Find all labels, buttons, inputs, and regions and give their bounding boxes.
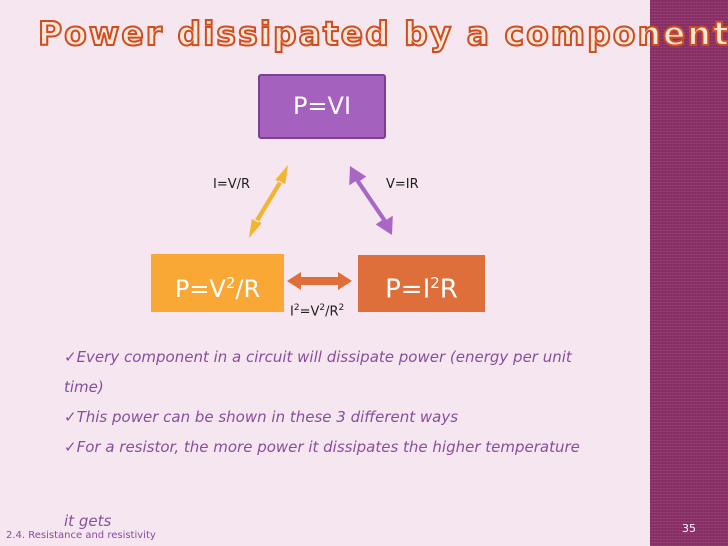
bullet-3-line-2: it gets (64, 512, 112, 530)
box-right-base: P=I (385, 274, 431, 305)
label-eq-sup2: 2 (319, 303, 326, 313)
check-icon: ✓ (64, 438, 77, 456)
bullet-3-text: For a resistor, the more power it dissip… (76, 438, 580, 456)
label-i2-equals-v2-over-r2: I2=V2/R2 (290, 303, 344, 319)
box-left-tail: /R (235, 275, 261, 303)
box-left-sup: 2 (225, 274, 236, 292)
label-eq-b: =V (299, 304, 320, 320)
arrow-right-double (349, 166, 393, 235)
slide-title: Power dissipated by a component (37, 13, 728, 54)
bullet-list: ✓Every component in a circuit will dissi… (64, 342, 624, 462)
label-v-equals-ir: V=IR (386, 177, 419, 192)
page-number: 35 (682, 522, 696, 535)
footer-text: 2.4. Resistance and resistivity (6, 530, 156, 541)
box-right-tail: R (439, 274, 458, 305)
box-p-equals-vi: P=VI (258, 74, 386, 139)
bullet-2: ✓This power can be shown in these 3 diff… (64, 402, 624, 432)
check-icon: ✓ (64, 348, 77, 366)
label-eq-sup1: 2 (293, 303, 300, 313)
bullet-3-line-1: ✓For a resistor, the more power it dissi… (64, 432, 624, 462)
label-i-equals-v-over-r: I=V/R (213, 177, 251, 192)
box-right-sup: 2 (430, 274, 440, 292)
check-icon: ✓ (64, 408, 77, 426)
label-eq-sup3: 2 (338, 303, 345, 313)
bullet-2-text: This power can be shown in these 3 diffe… (76, 408, 459, 426)
arrow-bottom-double (287, 272, 352, 290)
box-p-equals-i2r: P=I2R (358, 255, 485, 312)
bullet-1-line-2: time) (64, 378, 104, 396)
box-p-equals-v2-over-r: P=V2/R (151, 254, 284, 312)
box-left-base: P=V (174, 275, 226, 303)
decorative-sidebar (650, 0, 728, 546)
bullet-1-text: Every component in a circuit will dissip… (76, 348, 572, 366)
label-eq-a: I (290, 304, 294, 320)
arrow-left-double (249, 165, 288, 238)
label-eq-c: /R (325, 304, 339, 320)
bullet-1-line-1: ✓Every component in a circuit will dissi… (64, 342, 624, 372)
